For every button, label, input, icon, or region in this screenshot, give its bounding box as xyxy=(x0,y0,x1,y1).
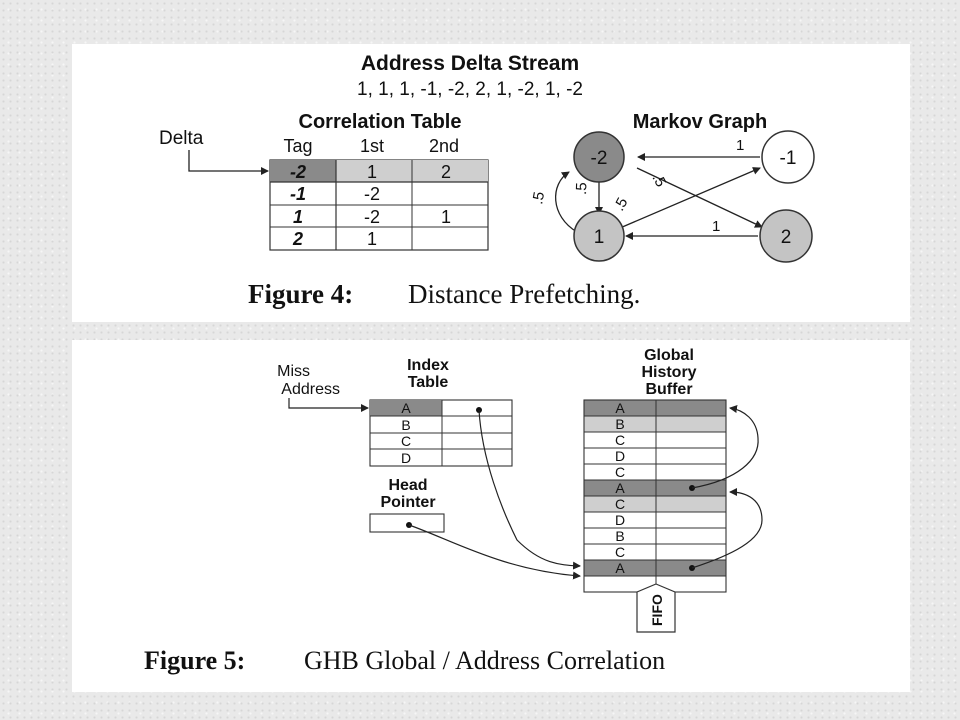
delta-stream-title: Address Delta Stream xyxy=(361,52,579,75)
index-to-ghb-arrow xyxy=(478,409,581,570)
node-2-label: 2 xyxy=(781,227,792,248)
markov-edges xyxy=(555,153,763,240)
edge-neg2-to-2 xyxy=(636,167,763,228)
header-tag: Tag xyxy=(283,136,312,156)
row-1-tag: -2 xyxy=(290,162,306,182)
edge-1-to-neg2 xyxy=(555,171,578,233)
tag-cell-highlight xyxy=(270,160,336,182)
index-table: A B C D xyxy=(369,399,513,467)
ghb-row-8: D xyxy=(615,512,625,528)
fifo-label: FIFO xyxy=(649,594,665,626)
ghb-row-6-fill xyxy=(584,480,726,496)
index-row-highlight xyxy=(370,400,442,416)
ghb-row-1: A xyxy=(615,400,625,416)
header-1st: 1st xyxy=(360,136,384,156)
miss-label-line1: Miss xyxy=(277,363,310,380)
ghb-row-2-fill xyxy=(584,416,726,432)
ghb-row-11-fill xyxy=(584,560,726,576)
head-label-line1: Head xyxy=(388,477,427,494)
index-title-line1: Index xyxy=(407,357,449,374)
figure-4-diagram: Address Delta Stream 1, 1, 1, -1, -2, 2,… xyxy=(159,52,815,309)
row-2-first: -2 xyxy=(364,184,380,204)
row-2-tag: -1 xyxy=(290,184,306,204)
ghb-row-7-fill xyxy=(584,496,726,512)
row-4-tag: 2 xyxy=(292,229,303,249)
miss-arrow xyxy=(288,398,369,412)
index-row-d: D xyxy=(401,450,411,466)
row-1-second: 2 xyxy=(441,162,451,182)
node-neg1 xyxy=(761,130,815,184)
edge-label-1-to-neg2: .5 xyxy=(529,190,548,205)
row-1-first: 1 xyxy=(367,162,377,182)
edge-label-1-to-neg1: .5 xyxy=(611,195,632,214)
head-label-line2: Pointer xyxy=(380,494,435,511)
delta-arrow xyxy=(188,150,269,175)
delta-label: Delta xyxy=(159,128,204,149)
ghb-row-11: A xyxy=(615,560,625,576)
row-3-first: -2 xyxy=(364,207,380,227)
markov-nodes: -2 -1 1 2 xyxy=(573,130,815,263)
ghb-row-9: B xyxy=(615,528,624,544)
edge-label-neg2-to-2: .5 xyxy=(648,171,669,190)
node-1 xyxy=(573,210,625,262)
figure-4-caption-bold: Figure 4: xyxy=(248,279,353,309)
node-neg2-label: -2 xyxy=(591,148,608,169)
fifo-arrow xyxy=(636,583,676,633)
row-3-second: 1 xyxy=(441,207,451,227)
ghb-title-line3: Buffer xyxy=(645,381,692,398)
figure-5-caption-text: GHB Global / Address Correlation xyxy=(304,646,665,675)
figure-5-panel: Miss Address Index Table A B C D Head Po… xyxy=(72,340,910,692)
head-pointer-arrow xyxy=(408,524,581,580)
figure-4-panel: Address Delta Stream 1, 1, 1, -1, -2, 2,… xyxy=(72,44,910,322)
figure-5-caption-bold: Figure 5: xyxy=(144,646,245,675)
index-row-a: A xyxy=(401,400,411,416)
row-4-first: 1 xyxy=(367,229,377,249)
node-2 xyxy=(759,209,813,263)
markov-graph-title: Markov Graph xyxy=(633,111,767,133)
edge-label-neg1-to-neg2: 1 xyxy=(736,137,744,154)
correlation-table-title: Correlation Table xyxy=(299,111,462,133)
index-title-line2: Table xyxy=(408,374,449,391)
node-neg1-label: -1 xyxy=(780,148,797,169)
ghb-row-7: C xyxy=(615,496,625,512)
ghb-title-line1: Global xyxy=(644,347,694,364)
ghb-row-6: A xyxy=(615,480,625,496)
index-row-b: B xyxy=(401,417,410,433)
ghb-link-arrow-lower xyxy=(691,488,763,569)
index-row-c: C xyxy=(401,433,411,449)
correlation-table: -2 1 2 -1 -2 1 -2 1 2 1 xyxy=(269,159,489,251)
row-3-tag: 1 xyxy=(293,207,303,227)
edge-label-2-to-1: 1 xyxy=(712,218,720,235)
node-neg2 xyxy=(573,131,625,183)
figure-4-caption-text: Distance Prefetching. xyxy=(408,279,640,309)
miss-label-line2: Address xyxy=(281,381,340,398)
ghb-title-line2: History xyxy=(641,364,696,381)
edge-1-to-neg1 xyxy=(619,167,761,229)
ghb-row-2: B xyxy=(615,416,624,432)
ghb-row-4: D xyxy=(615,448,625,464)
ghb-row-1-fill xyxy=(584,400,726,416)
ghb-link-arrow-upper xyxy=(691,405,759,489)
header-2nd: 2nd xyxy=(429,136,459,156)
edge-label-neg2-to-1: .5 xyxy=(573,182,590,195)
ghb-table: A B C D C A C D B C A xyxy=(583,399,727,593)
ghb-row-5: C xyxy=(615,464,625,480)
ghb-row-10: C xyxy=(615,544,625,560)
delta-stream-values: 1, 1, 1, -1, -2, 2, 1, -2, 1, -2 xyxy=(357,79,583,100)
ghb-row-3: C xyxy=(615,432,625,448)
figure-5-diagram: Miss Address Index Table A B C D Head Po… xyxy=(144,347,763,675)
node-1-label: 1 xyxy=(594,227,605,248)
